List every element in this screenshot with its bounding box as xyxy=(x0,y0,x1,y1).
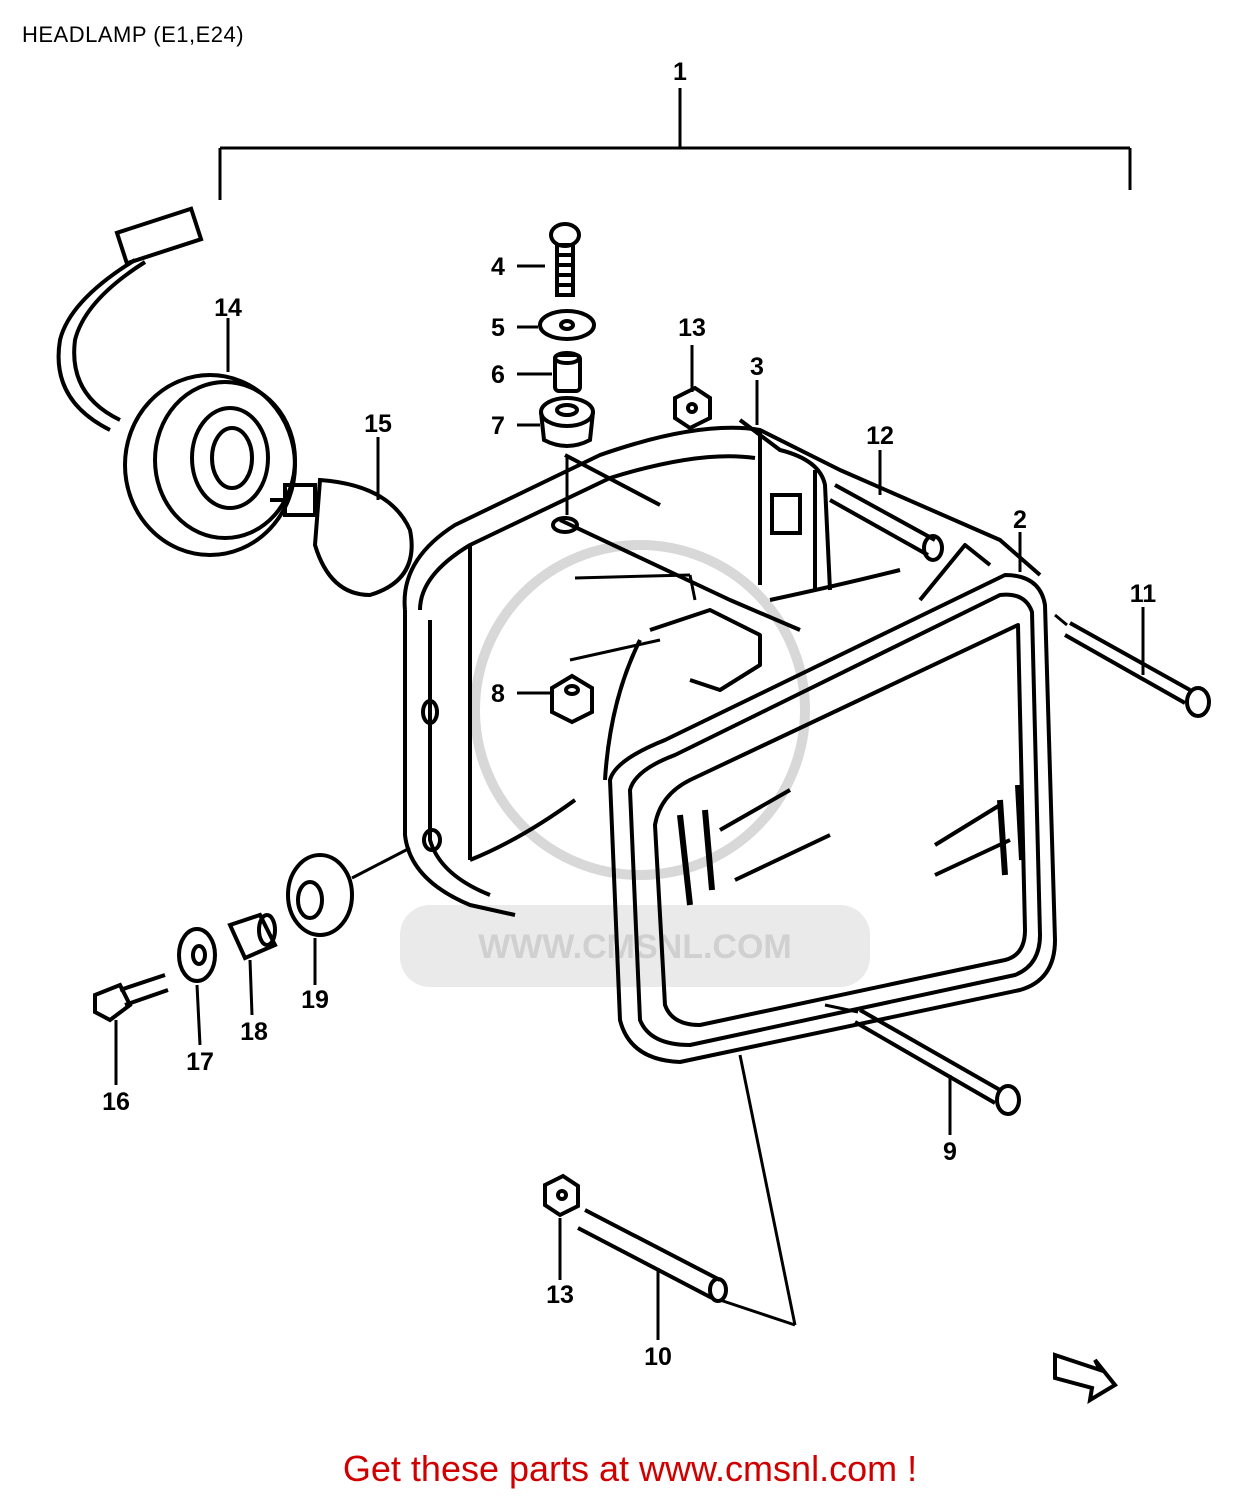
bracket-3 xyxy=(738,418,832,591)
callout-9: 9 xyxy=(943,1138,957,1166)
spring-10 xyxy=(577,1208,728,1303)
washer xyxy=(538,309,596,341)
nut-8 xyxy=(550,673,594,725)
collar xyxy=(553,351,582,393)
cushion xyxy=(539,396,595,448)
callout-13b: 13 xyxy=(546,1281,574,1309)
callout-16: 16 xyxy=(102,1088,130,1116)
socket-assembly xyxy=(56,206,297,557)
collar-18 xyxy=(227,912,278,961)
assembly-bracket xyxy=(218,88,1132,200)
callout-18: 18 xyxy=(240,1018,268,1046)
bulb xyxy=(270,477,414,598)
leader-lines xyxy=(114,88,1145,1340)
callout-14: 14 xyxy=(214,294,242,322)
adjusting-screw xyxy=(829,483,944,562)
callout-15: 15 xyxy=(364,410,392,438)
callout-3: 3 xyxy=(750,353,764,381)
callout-12: 12 xyxy=(866,422,894,450)
nut-bottom xyxy=(543,1173,580,1218)
callout-7: 7 xyxy=(491,412,505,440)
callout-19: 19 xyxy=(301,986,329,1014)
callout-6: 6 xyxy=(491,361,505,389)
callout-2: 2 xyxy=(1013,506,1027,534)
page-title: HEADLAMP (E1,E24) xyxy=(22,22,245,47)
callout-17: 17 xyxy=(186,1048,214,1076)
footer-banner[interactable]: Get these parts at www.cmsnl.com ! xyxy=(342,1448,918,1489)
front-arrow-icon xyxy=(1053,1352,1118,1404)
callout-10: 10 xyxy=(644,1343,672,1371)
callout-5: 5 xyxy=(491,314,505,342)
bolt-16 xyxy=(93,973,169,1023)
callout-8: 8 xyxy=(491,680,505,708)
callout-4: 4 xyxy=(491,253,505,281)
callout-13a: 13 xyxy=(678,314,706,342)
callout-labels: 1 2 3 4 5 6 7 8 9 10 11 12 13 13 14 15 1… xyxy=(102,58,1156,1371)
screw xyxy=(549,222,581,297)
callout-11: 11 xyxy=(1130,580,1157,608)
headlamp-housing xyxy=(402,425,1042,917)
headlamp-lens xyxy=(608,543,1057,1064)
screw-9 xyxy=(853,1008,1021,1116)
washer-17 xyxy=(177,927,217,983)
callout-1: 1 xyxy=(673,58,687,86)
screw-11 xyxy=(1064,621,1211,718)
nut-top xyxy=(673,385,712,431)
grommet-19 xyxy=(286,853,354,937)
